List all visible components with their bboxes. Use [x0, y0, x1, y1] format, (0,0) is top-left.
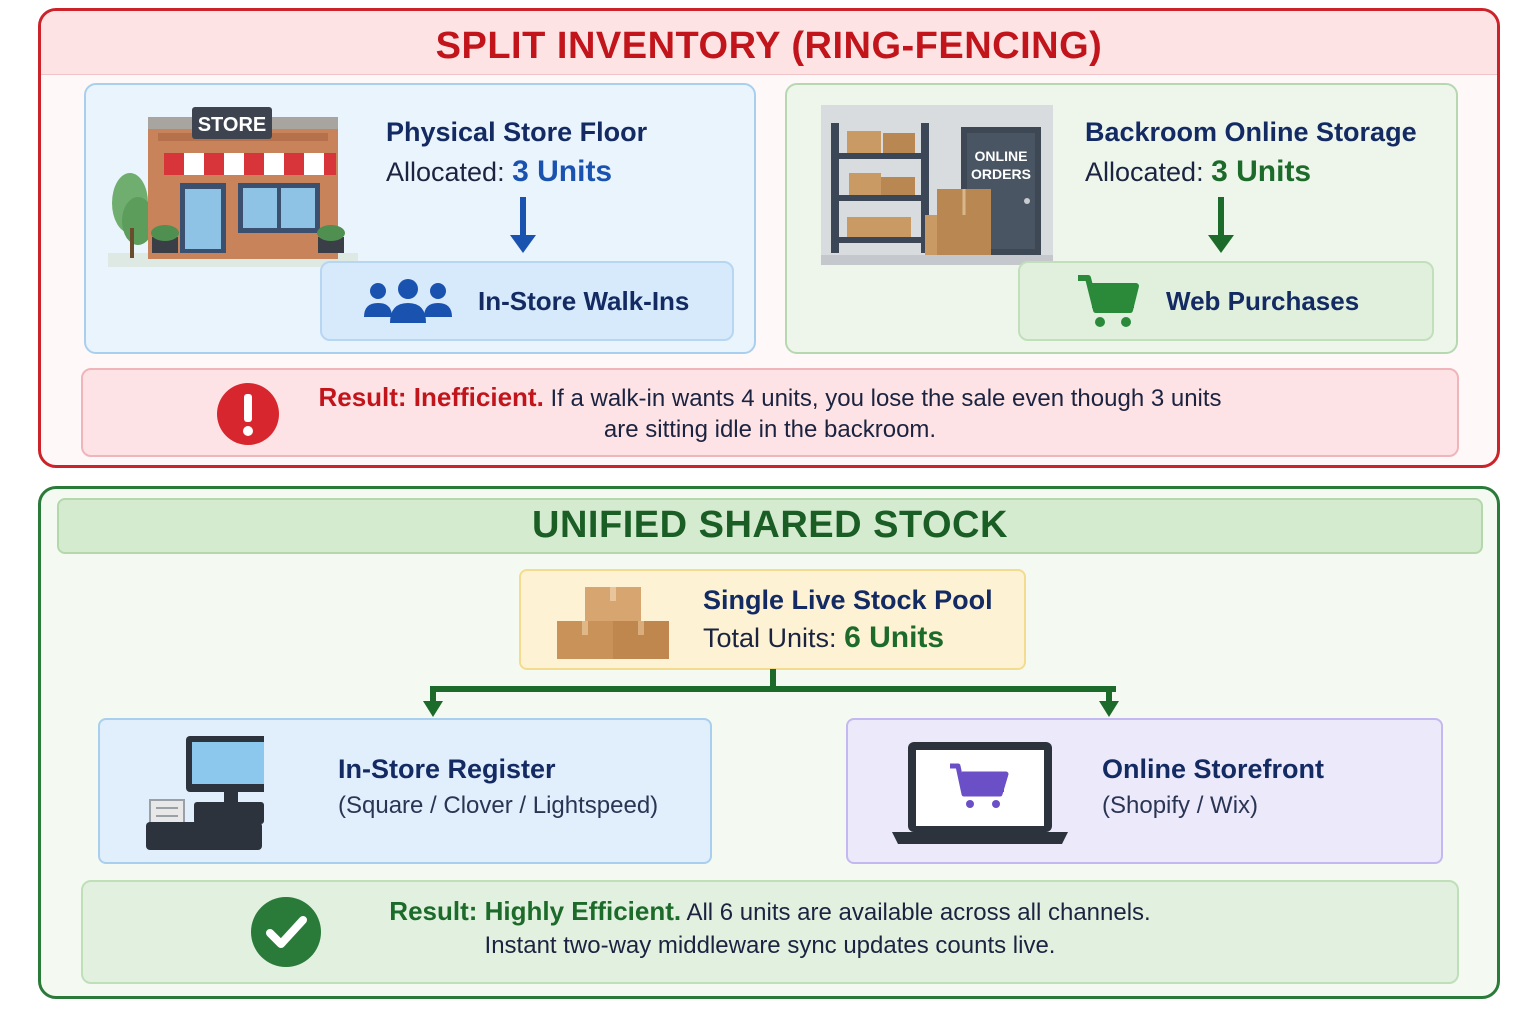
- inefficient-strong: Result: Inefficient.: [318, 382, 544, 412]
- pool-title: Single Live Stock Pool: [703, 585, 993, 615]
- in-store-register-card: In-Store Register (Square / Clover / Lig…: [98, 718, 712, 864]
- backroom-title: Backroom Online Storage: [1085, 117, 1417, 147]
- inefficient-line1: Result: Inefficient. If a walk-in wants …: [83, 382, 1457, 413]
- backroom-allocated-value: 3 Units: [1211, 155, 1312, 188]
- arrow-down-icon: [510, 197, 536, 253]
- store-sign-text: STORE: [198, 114, 267, 136]
- stock-pool-box: Single Live Stock Pool Total Units: 6 Un…: [519, 569, 1026, 670]
- check-circle-icon: [251, 897, 321, 967]
- storefront-title: Online Storefront: [1102, 754, 1324, 784]
- backroom-allocated-label: Allocated:: [1085, 157, 1204, 187]
- store-title: Physical Store Floor: [386, 117, 648, 147]
- inefficient-text1: If a walk-in wants 4 units, you lose the…: [550, 385, 1222, 412]
- storefront-icon: STORE: [108, 107, 358, 267]
- online-storefront-card: Online Storefront (Shopify / Wix): [846, 718, 1443, 864]
- register-systems: (Square / Clover / Lightspeed): [338, 792, 659, 819]
- shopping-cart-icon: [1078, 275, 1139, 327]
- split-header: SPLIT INVENTORY (RING-FENCING): [41, 11, 1497, 75]
- register-title: In-Store Register: [338, 754, 556, 784]
- laptop-cart-icon: [892, 742, 1068, 844]
- split-title: SPLIT INVENTORY (RING-FENCING): [435, 25, 1103, 67]
- efficient-result: Result: Highly Efficient. All 6 units ar…: [81, 880, 1459, 984]
- door-sign-line1: ONLINE: [975, 148, 1028, 164]
- walk-ins-channel: In-Store Walk-Ins: [320, 261, 734, 341]
- unified-title: UNIFIED SHARED STOCK: [532, 504, 1008, 546]
- branch-connector: [423, 669, 1119, 717]
- stacked-boxes-icon: [557, 587, 669, 659]
- backroom-storage-card: ONLINE ORDERS Backroom Online Storage Al…: [785, 83, 1458, 354]
- web-purchases-channel: Web Purchases: [1018, 261, 1434, 341]
- inefficient-text2: are sitting idle in the backroom.: [603, 416, 937, 443]
- store-allocated-value: 3 Units: [512, 155, 613, 188]
- backroom-allocation: Allocated: 3 Units: [1085, 155, 1311, 189]
- unified-header: UNIFIED SHARED STOCK: [57, 498, 1483, 554]
- efficient-text2: Instant two-way middleware sync updates …: [484, 932, 1056, 959]
- pool-total: Total Units: 6 Units: [703, 621, 944, 655]
- door-sign-line2: ORDERS: [971, 166, 1031, 182]
- storefront-systems: (Shopify / Wix): [1102, 792, 1259, 819]
- store-allocated-label: Allocated:: [386, 157, 505, 187]
- pos-register-icon: [146, 736, 264, 850]
- people-group-icon: [364, 279, 452, 323]
- inefficient-result: Result: Inefficient. If a walk-in wants …: [81, 368, 1459, 457]
- exclamation-circle-icon: [217, 383, 279, 445]
- efficient-strong: Result: Highly Efficient.: [389, 896, 682, 926]
- arrow-down-icon: [1208, 197, 1234, 253]
- efficient-text1: All 6 units are available across all cha…: [686, 899, 1151, 926]
- unified-stock-panel: UNIFIED SHARED STOCK Single Live Stock P…: [38, 486, 1500, 999]
- warehouse-shelves-icon: ONLINE ORDERS: [821, 105, 1053, 265]
- split-inventory-panel: SPLIT INVENTORY (RING-FENCING) STORE: [38, 8, 1500, 468]
- efficient-line1: Result: Highly Efficient. All 6 units ar…: [83, 896, 1457, 927]
- web-purchases-label: Web Purchases: [1166, 285, 1360, 316]
- pool-total-value: 6 Units: [844, 621, 945, 654]
- physical-store-card: STORE Physical Store Floor: [84, 83, 756, 354]
- pool-total-label: Total Units:: [703, 623, 837, 653]
- walk-ins-label: In-Store Walk-Ins: [478, 285, 690, 316]
- store-allocation: Allocated: 3 Units: [386, 155, 612, 189]
